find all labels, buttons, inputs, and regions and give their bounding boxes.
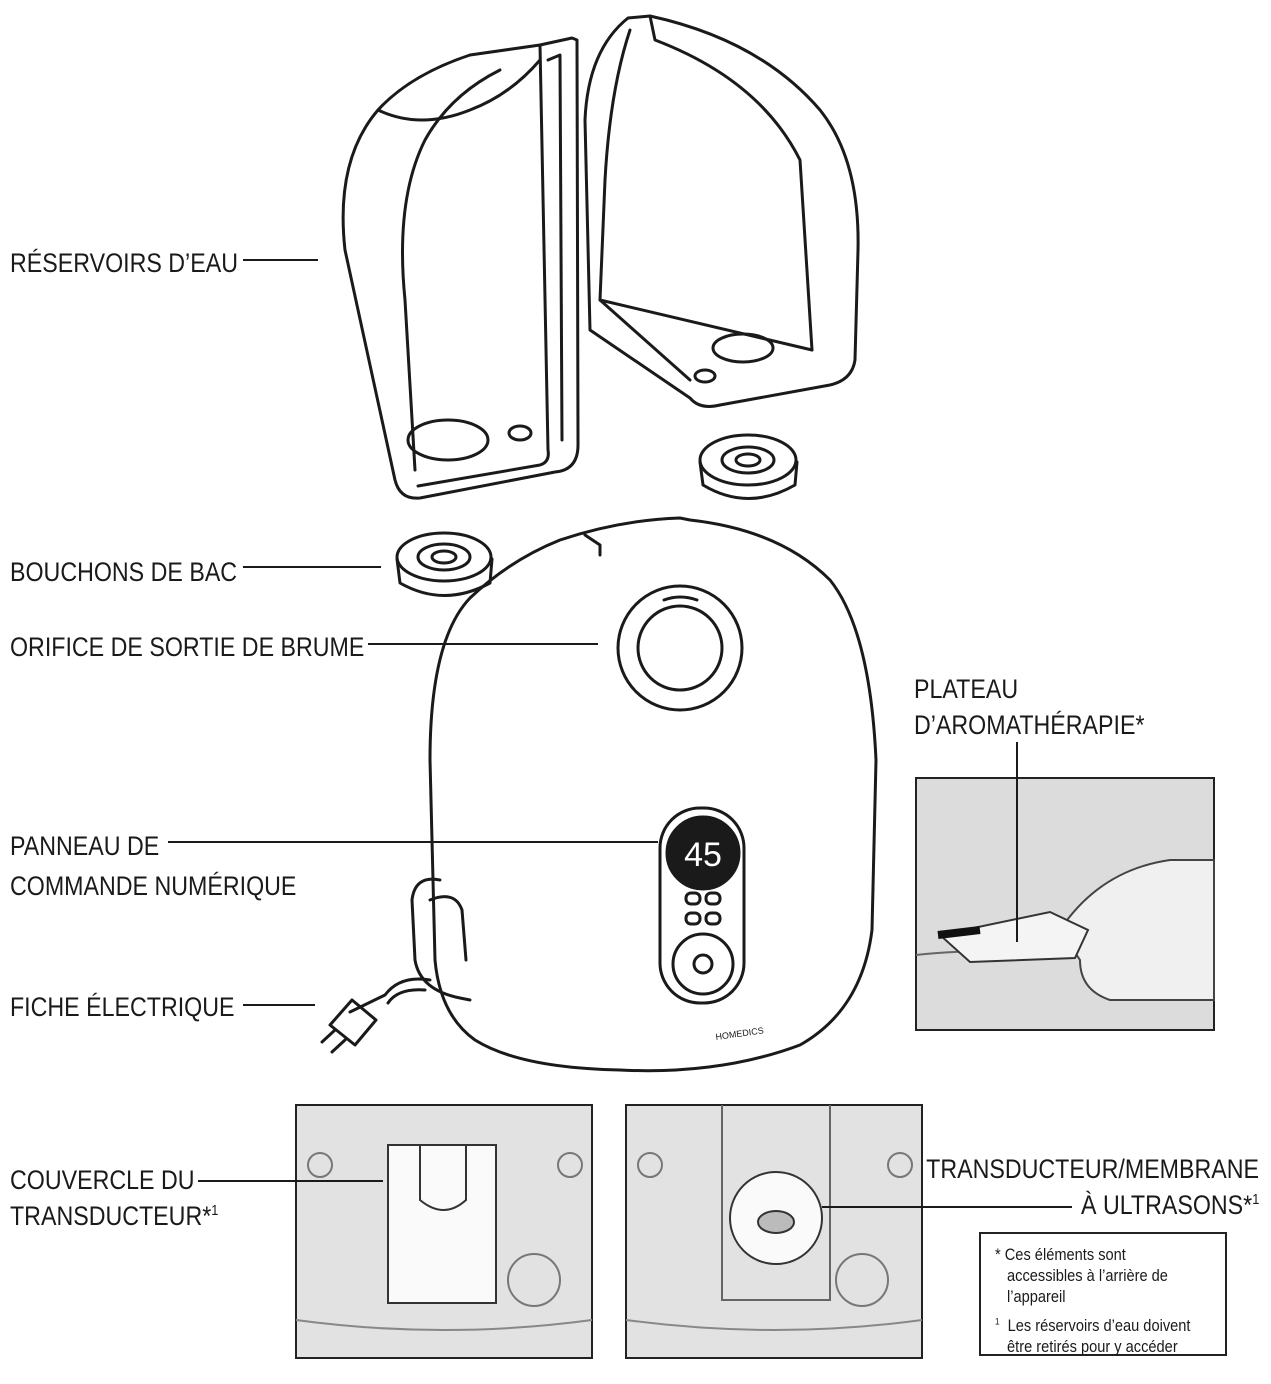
label-transducteur-line1: TRANSDUCTEUR/MEMBRANE xyxy=(926,1154,1259,1184)
aromatherapy-inset xyxy=(915,777,1215,1031)
footnote-box: * Ces éléments sont accessibles à l’arri… xyxy=(979,1232,1227,1356)
label-plateau-line1: PLATEAU xyxy=(914,674,1019,704)
label-orifice: ORIFICE DE SORTIE DE BRUME xyxy=(10,632,365,662)
transducer-membrane-inset xyxy=(625,1104,923,1359)
label-panneau-line1: PANNEAU DE xyxy=(10,831,160,861)
left-tank-cap xyxy=(395,531,494,597)
footnote-line2: accessibles à l’arrière de xyxy=(1007,1266,1168,1285)
leader-orifice xyxy=(368,643,598,645)
footnote-line4: 1 Les réservoirs d’eau doivent xyxy=(995,1316,1191,1335)
leader-couvercle xyxy=(198,1180,383,1182)
footnote-line3: l’appareil xyxy=(1007,1287,1066,1306)
label-bouchons: BOUCHONS DE BAC xyxy=(10,557,238,587)
leader-panneau xyxy=(168,841,658,843)
leader-bouchons xyxy=(243,566,381,568)
label-couvercle-line1: COUVERCLE DU xyxy=(10,1165,195,1195)
leader-plateau xyxy=(1016,742,1018,942)
humidifier-base xyxy=(348,516,878,1073)
label-panneau-line2: COMMANDE NUMÉRIQUE xyxy=(10,871,297,901)
label-reservoirs: RÉSERVOIRS D’EAU xyxy=(10,248,238,278)
footnote-line5: être retirés pour y accéder xyxy=(1007,1337,1178,1356)
label-couvercle-line2: TRANSDUCTEUR*1 xyxy=(10,1201,219,1231)
transducer-cover-inset xyxy=(295,1104,593,1359)
right-water-tank xyxy=(583,14,860,408)
humidity-digits: 45 xyxy=(684,836,722,874)
label-transducteur-line2: À ULTRASONS*1 xyxy=(1080,1190,1259,1220)
label-plateau-line2: D’AROMATHÉRAPIE* xyxy=(914,710,1145,740)
label-fiche: FICHE ÉLECTRIQUE xyxy=(10,992,235,1022)
leader-fiche xyxy=(243,1004,315,1006)
power-plug xyxy=(320,998,378,1054)
leader-reservoirs xyxy=(243,259,318,261)
svg-text:HOMEDICS: HOMEDICS xyxy=(715,1025,764,1042)
leader-transducteur xyxy=(822,1206,1072,1208)
right-tank-cap xyxy=(698,433,799,500)
footnote-line1: * Ces éléments sont xyxy=(995,1245,1126,1264)
left-water-tank xyxy=(341,36,580,500)
